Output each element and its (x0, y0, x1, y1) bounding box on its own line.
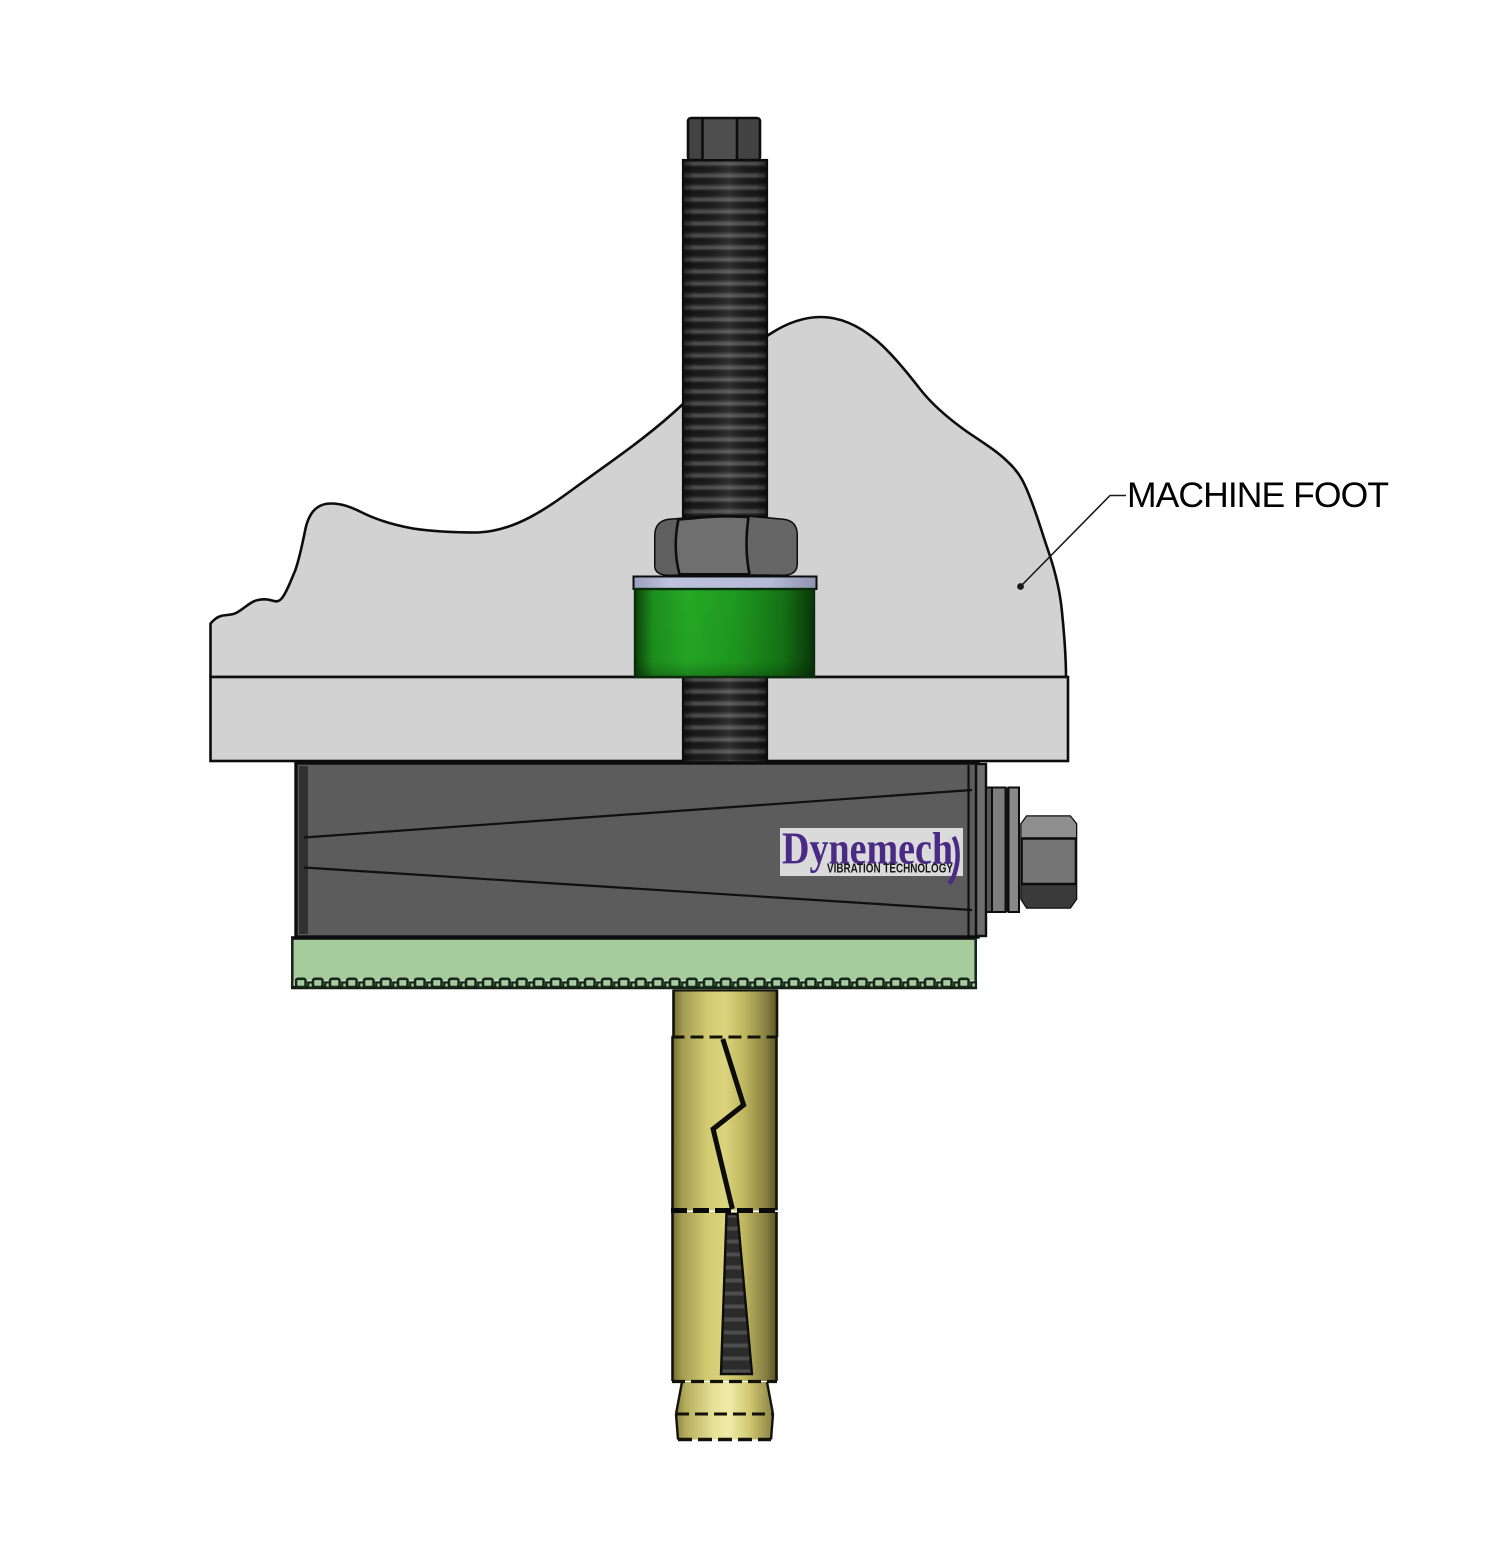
svg-text:VIBRATION TECHNOLOGY: VIBRATION TECHNOLOGY (827, 861, 953, 876)
svg-text:MACHINE FOOT: MACHINE FOOT (1127, 475, 1389, 515)
svg-text:Dynemech: Dynemech (782, 823, 953, 874)
